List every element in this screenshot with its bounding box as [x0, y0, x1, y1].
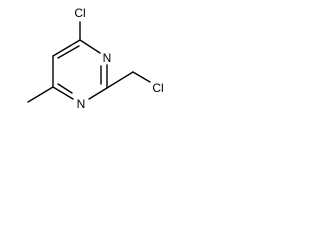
bond-c4-c5-inner — [57, 45, 80, 59]
bond-c6-n1-inner — [57, 83, 73, 94]
bond-ch2-cl — [132, 71, 151, 83]
atom-n-lower: N — [77, 97, 86, 111]
bond-c6-methyl — [27, 86, 54, 103]
bond-n1-c2 — [88, 87, 108, 100]
bond-c4-c5 — [52, 39, 81, 57]
atom-labels: Cl N N Cl — [74, 6, 163, 111]
bond-c6-n1 — [52, 86, 74, 100]
atom-cl-side: Cl — [152, 81, 163, 95]
atom-cl-top: Cl — [74, 6, 85, 20]
bond-c2-ch2 — [106, 71, 134, 89]
pyrimidine-ring — [52, 39, 108, 100]
atom-n-upper: N — [103, 51, 112, 65]
bond-n3-c4 — [79, 39, 101, 54]
molecule-diagram: Cl N N Cl — [27, 6, 164, 111]
substituent-bonds — [27, 21, 151, 103]
